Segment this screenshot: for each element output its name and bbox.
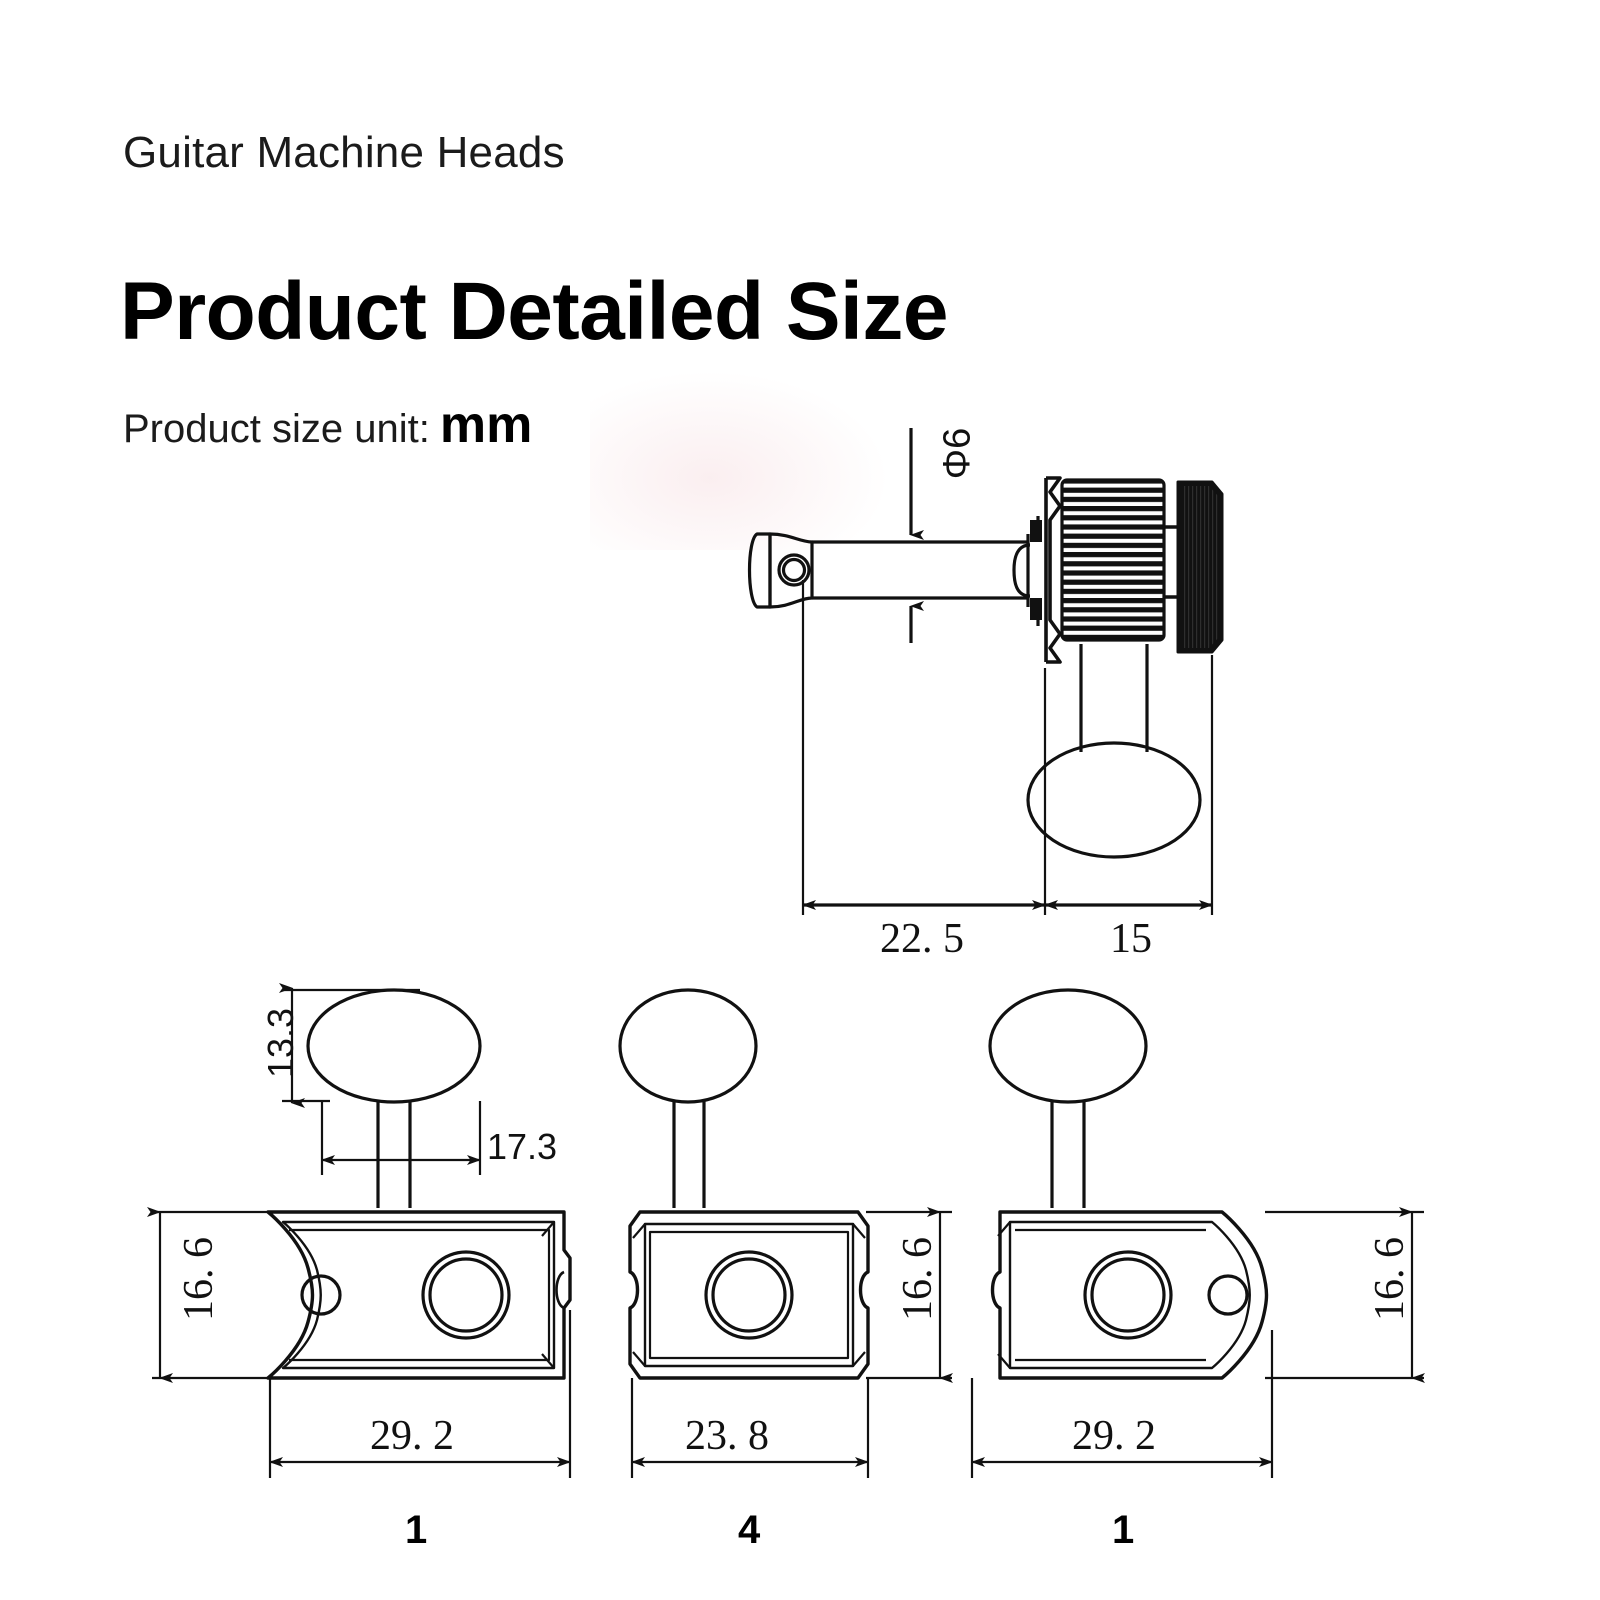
top-extension-lines (801, 580, 1214, 915)
tuner-side-elevation (747, 428, 1224, 915)
label-29-2-right: 29. 2 (1072, 1413, 1156, 1459)
dimension-17-3 (320, 1101, 482, 1175)
label-23-8: 23. 8 (685, 1413, 769, 1459)
tuner-button-front (1026, 644, 1202, 859)
knurled-gear-body (1060, 478, 1166, 642)
unit-right-button (988, 988, 1148, 1104)
post-shaft (812, 540, 1028, 600)
dimension-29-2-right (970, 1330, 1274, 1478)
dimension-16-6-left (147, 1207, 280, 1383)
worm-collar (1012, 516, 1042, 626)
label-16-6-right: 16. 6 (1367, 1237, 1413, 1321)
unit-left-drawing (147, 983, 572, 1478)
page-title: Product Detailed Size (120, 266, 948, 357)
label-diameter-6: Φ6 (936, 427, 979, 480)
unit-left-stem (376, 1100, 412, 1208)
unit-right-stem (1050, 1100, 1086, 1208)
unit-middle-stem (672, 1100, 706, 1208)
label-17-3: 17.3 (487, 1126, 558, 1167)
unit-right-baseplate (990, 1210, 1269, 1380)
unit-note-label: Product size unit: (123, 407, 430, 451)
product-category-subtitle: Guitar Machine Heads (123, 128, 565, 177)
black-thumb-button (1176, 480, 1224, 654)
quantity-unit-right: 1 (1112, 1508, 1135, 1552)
dimension-16-6-right (1265, 1207, 1425, 1383)
unit-note: Product size unit: mm (123, 395, 532, 455)
dimension-16-6-middle (866, 1207, 953, 1383)
dimension-29-2-left (268, 1310, 572, 1478)
quantity-unit-middle: 4 (738, 1508, 761, 1552)
quantity-unit-left: 1 (405, 1508, 428, 1552)
label-29-2-left: 29. 2 (370, 1413, 454, 1459)
label-16-6-left: 16. 6 (176, 1237, 222, 1321)
unit-right-drawing (970, 988, 1425, 1478)
label-16-6-middle: 16. 6 (895, 1237, 941, 1321)
unit-middle-baseplate (628, 1210, 870, 1380)
dimension-13-3 (279, 983, 420, 1108)
unit-left-baseplate (266, 1210, 572, 1380)
unit-middle-button (618, 988, 758, 1104)
unit-middle-drawing (618, 988, 953, 1478)
label-15: 15 (1110, 916, 1152, 962)
unit-note-value: mm (439, 396, 533, 454)
gear-housing-bracket (1044, 476, 1062, 664)
label-13-3: 13.3 (260, 1007, 301, 1079)
unit-left-button (306, 988, 482, 1104)
dimension-23-8 (630, 1378, 870, 1478)
label-22-5: 22. 5 (880, 916, 964, 962)
